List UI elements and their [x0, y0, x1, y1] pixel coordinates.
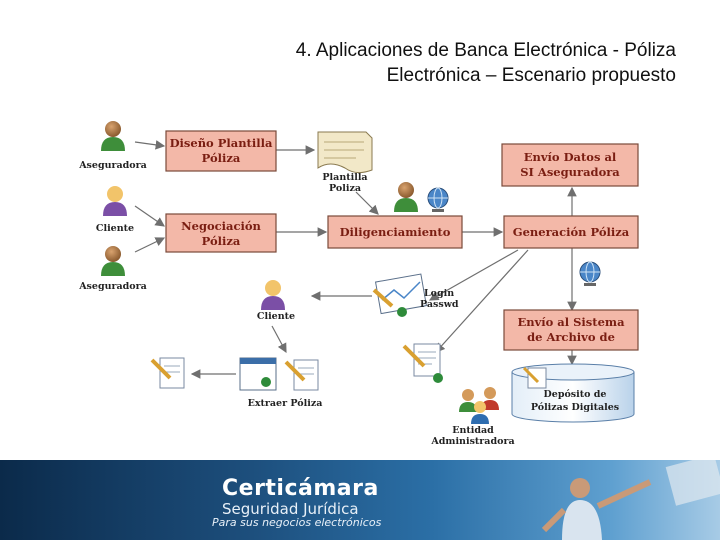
label-cliente-center: Cliente	[257, 311, 295, 322]
footer-subtitle: Seguridad Jurídica	[222, 500, 359, 518]
label-entidad-line1: Entidad	[452, 425, 494, 436]
box-envio-datos: Envío Datos al SI Aseguradora	[501, 143, 639, 187]
arrow-aseguradora2-to-negociacion	[134, 237, 166, 253]
footer-banner: Certicámara Seguridad Jurídica Para sus …	[0, 460, 720, 540]
box-diseno-line1: Diseño Plantilla	[170, 136, 273, 150]
deposito-database-icon	[511, 363, 635, 423]
group-icon-entidad	[459, 387, 499, 424]
label-aseguradora-bottom: Aseguradora	[78, 281, 147, 292]
login-window-icon	[372, 273, 427, 317]
box-envio-archivo: Envío al Sistema de Archivo de	[503, 309, 639, 351]
box-generacion: Generación Póliza	[503, 215, 639, 249]
box-envio-archivo-line2: de Archivo de	[527, 330, 615, 344]
arrow-generacion-to-document	[435, 249, 529, 353]
arrow-generacion-to-login	[428, 249, 519, 301]
browser-window-icon	[239, 357, 277, 391]
arrow-cliente-to-extraer	[271, 325, 287, 354]
person-icon-cliente-center	[261, 280, 285, 310]
title-line-2: Electrónica – Escenario propuesto	[386, 65, 676, 86]
box-negociacion-line2: Póliza	[202, 234, 241, 248]
process-diagram: Diseño Plantilla Póliza Negociación Póli…	[78, 121, 639, 447]
final-document-icon	[150, 357, 185, 389]
label-passwd: Passwd	[420, 299, 459, 310]
label-entidad-line2: Administradora	[430, 436, 514, 447]
label-cliente-left: Cliente	[96, 223, 134, 234]
footer-brand: Certicámara	[222, 476, 379, 501]
footer-tagline: Para sus negocios electrónicos	[212, 516, 382, 529]
person-icon-aseguradora-top	[101, 121, 125, 151]
label-login: Login	[424, 288, 454, 299]
slide-title: 4. Aplicaciones de Banca Electrónica - P…	[120, 38, 676, 88]
box-diseno-plantilla: Diseño Plantilla Póliza	[165, 130, 277, 172]
label-deposito-line1: Depósito de	[544, 389, 607, 400]
globe-icon-top	[427, 187, 449, 212]
box-envio-datos-line1: Envío Datos al	[524, 150, 617, 164]
template-document-icon	[317, 131, 373, 174]
box-diseno-line2: Póliza	[202, 151, 241, 165]
globe-icon-right	[579, 261, 601, 286]
extracted-document-icon	[284, 359, 319, 391]
arrow-cliente-to-negociacion	[134, 205, 165, 227]
person-icon-cliente-left	[103, 186, 127, 216]
label-aseguradora-top: Aseguradora	[78, 160, 147, 171]
box-envio-datos-line2: SI Aseguradora	[520, 165, 620, 179]
box-envio-archivo-line1: Envío al Sistema	[517, 315, 625, 329]
box-negociacion-line1: Negociación	[181, 219, 261, 233]
person-icon-operator	[394, 182, 418, 212]
arrow-aseguradora-to-diseno	[134, 140, 166, 150]
box-generacion-label: Generación Póliza	[513, 225, 630, 239]
signed-document-icon	[402, 343, 443, 383]
title-line-1: 4. Aplicaciones de Banca Electrónica - P…	[295, 40, 676, 61]
label-plantilla-line1: Plantilla	[322, 172, 367, 183]
label-plantilla-line2: Poliza	[329, 183, 361, 194]
arrows	[134, 140, 577, 379]
box-negociacion: Negociación Póliza	[165, 213, 277, 253]
person-icon-aseguradora-bottom	[101, 246, 125, 276]
arrow-plantilla-to-diligenciamiento	[355, 191, 379, 215]
footer-person-image	[541, 460, 720, 540]
label-deposito-line2: Pólizas Digitales	[531, 402, 619, 413]
box-diligenciamiento: Diligenciamiento	[327, 215, 463, 249]
box-diligenciamiento-label: Diligenciamiento	[340, 225, 451, 239]
label-extraer: Extraer Póliza	[248, 398, 323, 409]
